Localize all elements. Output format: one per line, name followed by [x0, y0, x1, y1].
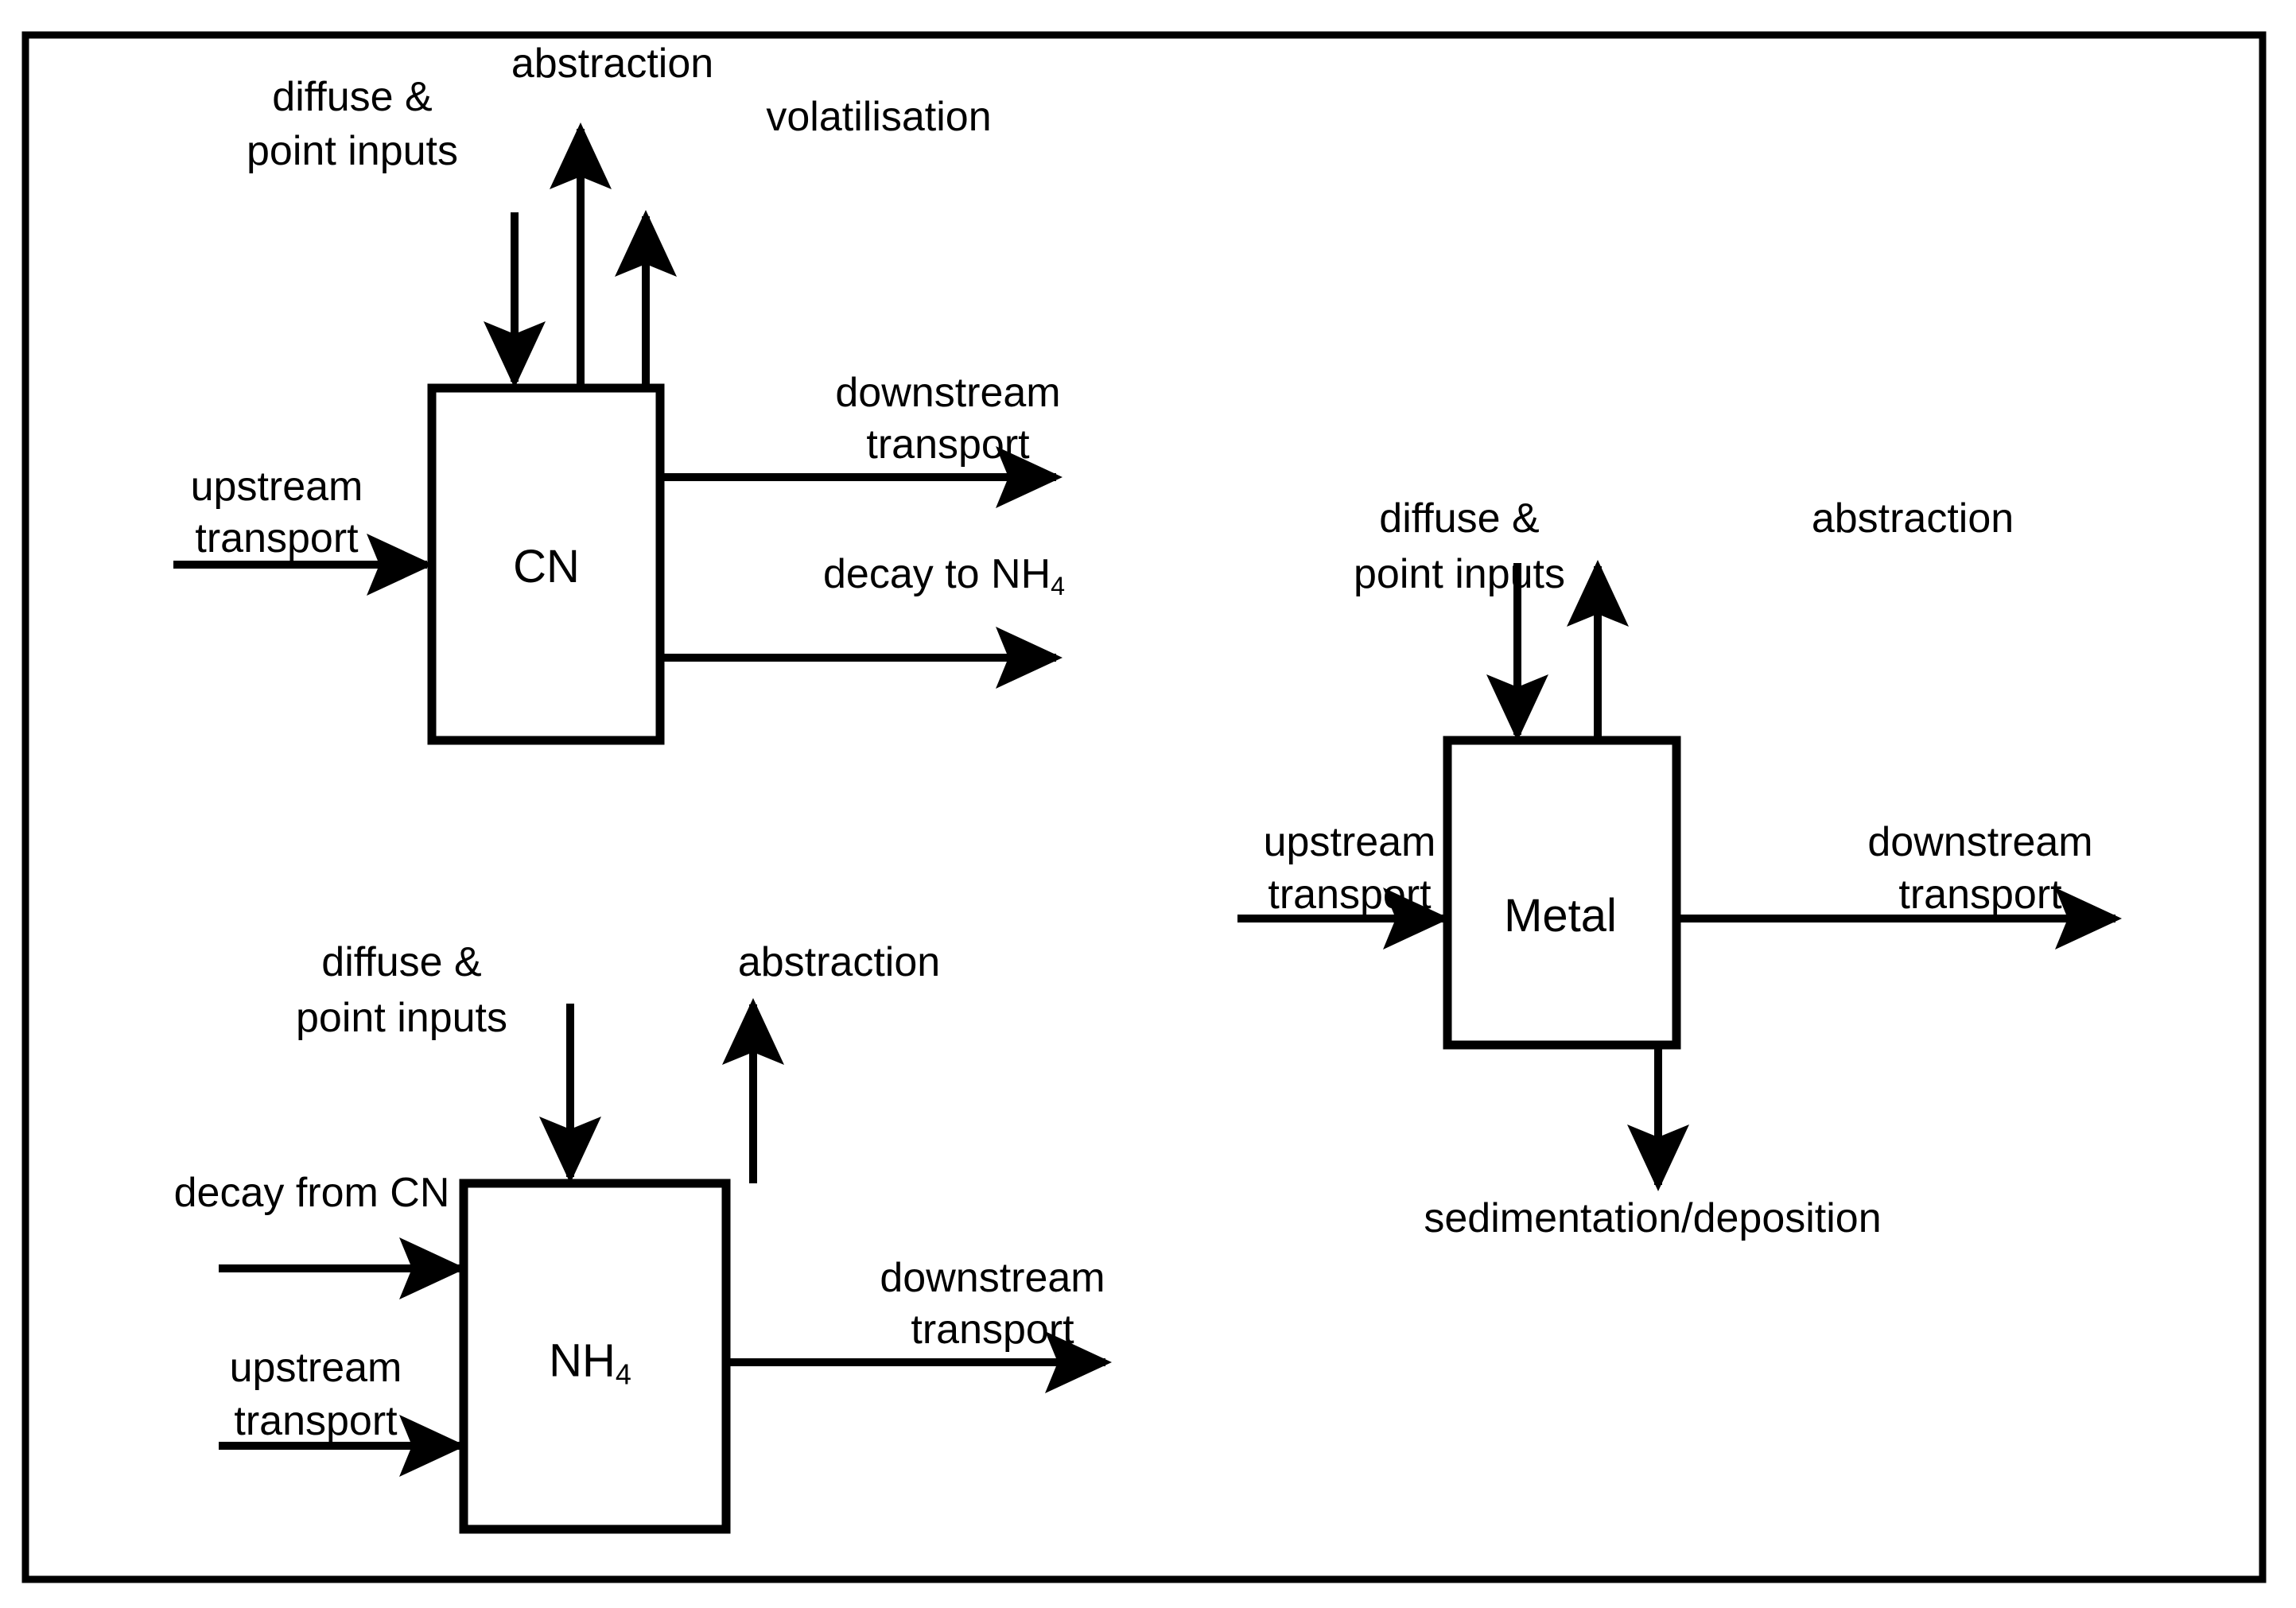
metal-diffuse-label-line2: point inputs — [1354, 551, 1565, 597]
metal-upstream-label-line2: transport — [1268, 872, 1432, 918]
metal-box — [1443, 736, 1681, 1050]
metal-upstream-label-line1: upstream — [1263, 819, 1436, 865]
nh4-downstream-label-line2: transport — [911, 1307, 1074, 1353]
cn-abstraction-label: abstraction — [511, 41, 714, 87]
cn-decay-label: decay to NH4 — [823, 549, 1065, 604]
nh4-upstream-label-line1: upstream — [229, 1345, 402, 1391]
cn-downstream-label-line1: downstream — [835, 370, 1061, 416]
nh4-diffuse-label-line2: point inputs — [296, 995, 507, 1041]
nh4-box-label-text: NH — [549, 1334, 616, 1387]
cn-upstream-label-line1: upstream — [190, 464, 363, 510]
nh4-box-label-subscript: 4 — [615, 1357, 631, 1391]
nh4-upstream-label-line2: transport — [234, 1398, 398, 1444]
metal-downstream-label-line1: downstream — [1867, 819, 2093, 865]
metal-diffuse-label-line1: diffuse & — [1379, 495, 1540, 542]
nh4-abstraction-label: abstraction — [737, 939, 941, 985]
nh4-diffuse-label-line1: diffuse & — [321, 939, 482, 985]
cn-upstream-label-line2: transport — [195, 515, 359, 561]
cn-box-label: CN — [513, 541, 580, 592]
cn-diffuse-label-line2: point inputs — [247, 128, 458, 174]
outer-frame — [21, 31, 2267, 1583]
metal-downstream-label-line2: transport — [1898, 872, 2062, 918]
nh4-box-label: NH4 — [549, 1334, 631, 1391]
cn-downstream-label-line2: transport — [866, 421, 1030, 468]
cn-diffuse-label-line1: diffuse & — [272, 74, 433, 120]
cn-decay-label-text: decay to NH — [823, 551, 1051, 597]
nh4-decay-from-cn-label: decay from CN — [173, 1170, 450, 1216]
nh4-box — [459, 1179, 731, 1534]
nh4-downstream-label-line1: downstream — [880, 1255, 1105, 1301]
metal-box-label: Metal — [1504, 890, 1617, 942]
metal-sedimentation-label: sedimentation/deposition — [1424, 1195, 1882, 1241]
cn-volatilisation-label: volatilisation — [766, 94, 992, 140]
metal-abstraction-label: abstraction — [1811, 495, 2014, 542]
cn-decay-label-subscript: 4 — [1051, 572, 1066, 601]
